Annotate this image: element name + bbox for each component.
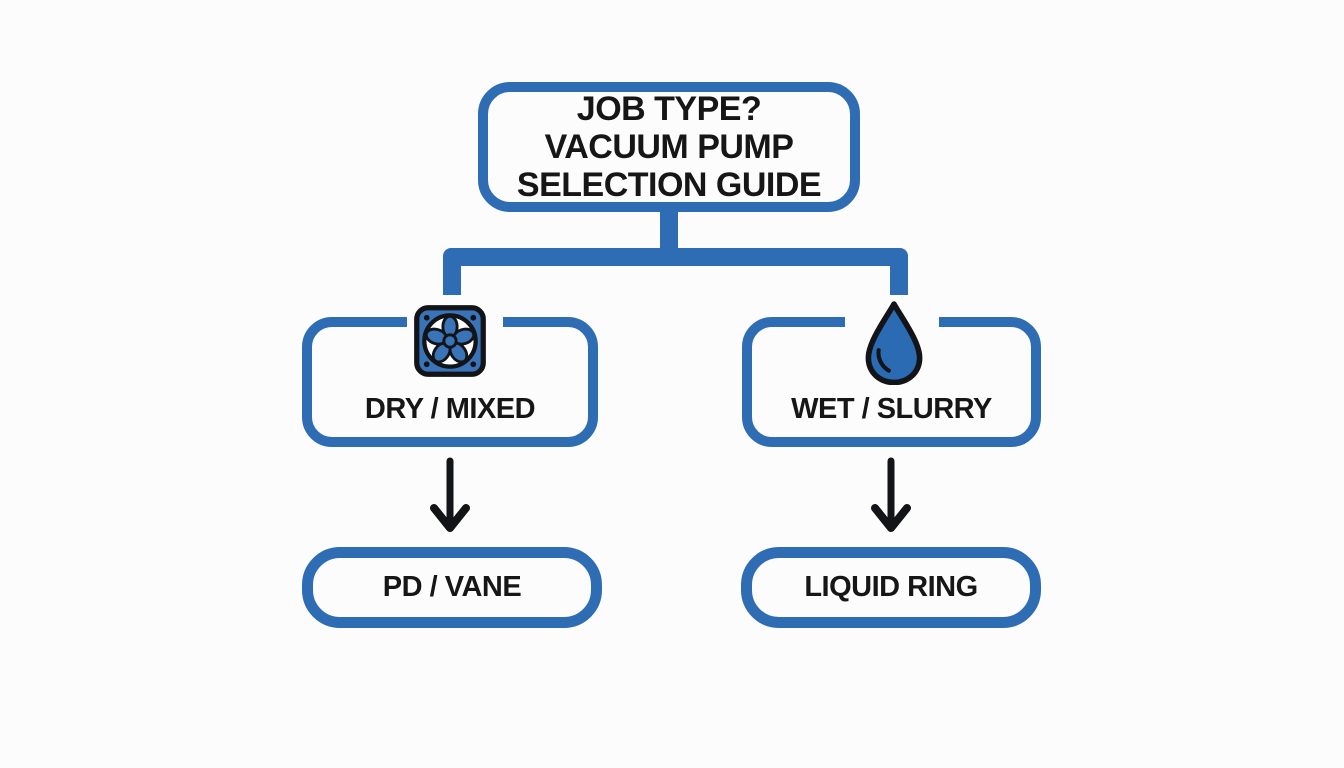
result-node-pd-vane: PD / VANE: [302, 547, 602, 628]
water-drop-icon: [857, 299, 931, 386]
result-node-liquid-ring: LIQUID RING: [741, 547, 1041, 628]
down-arrow-right: [866, 457, 916, 537]
title-line-1: JOB TYPE?: [576, 90, 762, 128]
branch-label-wet-slurry: WET / SLURRY: [791, 393, 992, 425]
title-line-3: SELECTION GUIDE: [516, 166, 822, 204]
connector-stem: [660, 210, 678, 252]
fan-icon: [412, 303, 488, 379]
connector-crossbar: [443, 248, 908, 266]
connector-drop-left: [443, 258, 461, 295]
connector-drop-right: [890, 258, 908, 295]
title-node: JOB TYPE? VACUUM PUMP SELECTION GUIDE: [478, 82, 860, 212]
title-line-2: VACUUM PUMP: [544, 128, 794, 166]
down-arrow-left: [425, 457, 475, 537]
branch-label-dry-mixed: DRY / MIXED: [364, 393, 536, 425]
